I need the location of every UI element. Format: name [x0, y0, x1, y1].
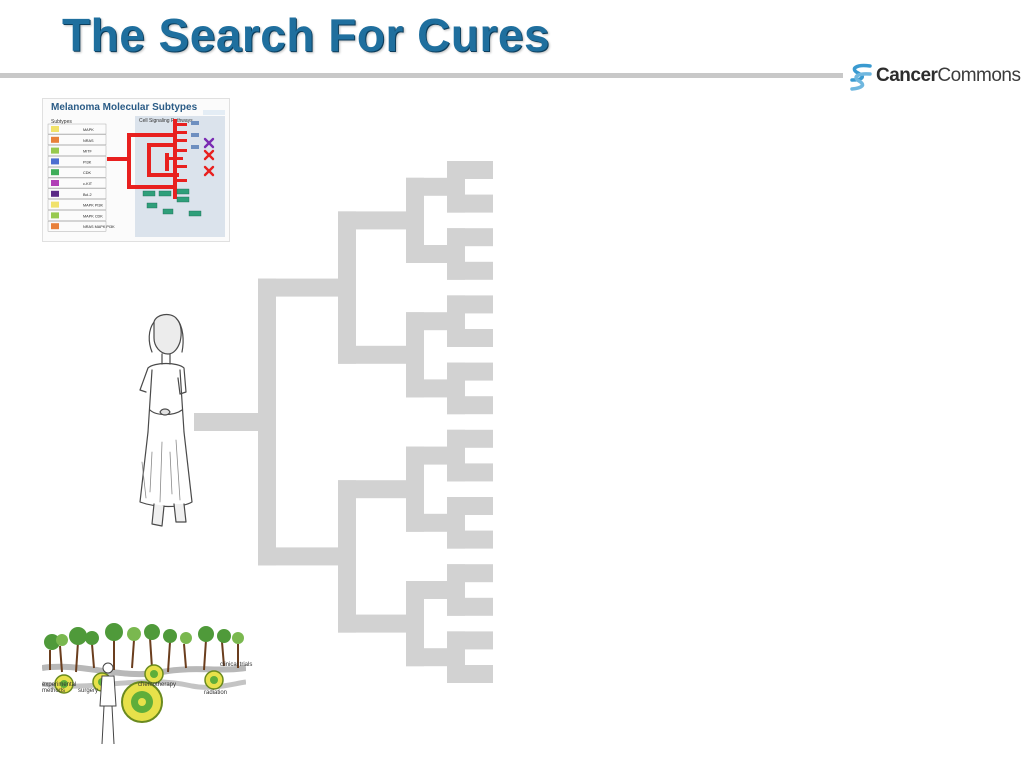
radiation-label: radiation — [204, 690, 228, 696]
tree-branch — [338, 211, 424, 230]
subtype-row-box — [47, 145, 107, 156]
tree-branch — [258, 278, 356, 297]
subtype-row-box — [47, 188, 107, 200]
subtype-label: CDK — [83, 171, 91, 175]
drug-block-marks — [203, 137, 215, 177]
subtype-row-box — [47, 220, 107, 232]
cancer-commons-logo: CancerCommons — [846, 60, 1024, 96]
subtype-label: MAPK CDK — [83, 214, 103, 218]
subtype-swatch — [51, 190, 59, 197]
pathway-nodes-blue — [191, 121, 199, 149]
tree-branch — [338, 345, 424, 364]
subtype-swatch — [51, 212, 59, 219]
melanoma-subtypes-figure: Melanoma Molecular Subtypes Subtypes Cel… — [42, 98, 230, 242]
logo-brand-bold: Cancer — [876, 65, 938, 86]
decision-tree-branches — [194, 161, 493, 683]
subtype-label: MITF — [83, 150, 93, 154]
subtypes-column-header: Subtypes — [51, 119, 72, 125]
small-patient-figure — [99, 662, 117, 745]
subtype-row-box — [47, 166, 107, 178]
subtype-swatch — [51, 169, 59, 176]
slide-title: The Search For Cures — [62, 9, 551, 61]
logo-spiral-icon — [850, 63, 872, 91]
tree-branch — [338, 614, 424, 633]
signaling-column-header: Cell Signaling Pathways — [139, 118, 193, 124]
pathway-nodes — [142, 188, 202, 217]
subtype-swatch — [51, 223, 59, 230]
subtype-row-box — [47, 123, 107, 135]
subtype-swatch — [51, 158, 59, 165]
pathway-network — [107, 119, 187, 199]
subtype-row-box — [47, 210, 107, 221]
tree-branch — [194, 413, 276, 431]
forest-trees — [44, 623, 244, 673]
subtype-swatch — [51, 147, 59, 154]
subtype-label: MAPK — [83, 128, 94, 132]
logo-brand-light: Commons — [937, 65, 1021, 86]
treatment-map-figure: experimental methods surgery chemotherap… — [42, 622, 252, 750]
subtype-row-box — [47, 156, 107, 167]
subtype-swatch — [51, 126, 59, 132]
subtype-row-box — [47, 134, 107, 145]
clinical-trials-label: clinical trials — [220, 662, 253, 668]
subtype-swatch — [51, 180, 59, 186]
treatment-wheels — [54, 664, 224, 723]
subtype-label: PI3K — [83, 160, 92, 164]
title-divider — [0, 73, 843, 78]
chemotherapy-label: chemotherapy — [138, 682, 177, 688]
subtypes-figure-graphic: Subtypes Cell Signaling Pathways MAPK NRA… — [47, 110, 225, 237]
subtype-label: MAPK PI3K — [83, 204, 104, 208]
patient-illustration — [139, 313, 193, 527]
subtype-row-box — [47, 199, 107, 210]
treatment-map-graphic — [42, 623, 246, 745]
subtype-label: c-KIT — [83, 182, 93, 186]
subtype-swatch — [51, 201, 59, 208]
tree-branch — [258, 547, 356, 566]
logo-wordmark: CancerCommons — [876, 65, 1021, 87]
subtype-label: Bcl-2 — [83, 193, 92, 197]
surgery-label: surgery — [78, 688, 99, 694]
tree-branch — [338, 480, 424, 499]
subtypes-figure-title: Melanoma Molecular Subtypes — [51, 102, 198, 113]
subtype-row-box — [47, 177, 107, 189]
subtype-label: NRAS MAPK PI3K — [83, 225, 115, 229]
experimental-methods-label: experimental methods — [42, 682, 77, 694]
subtype-swatch — [51, 136, 59, 143]
subtype-label: NRAS — [83, 139, 94, 143]
